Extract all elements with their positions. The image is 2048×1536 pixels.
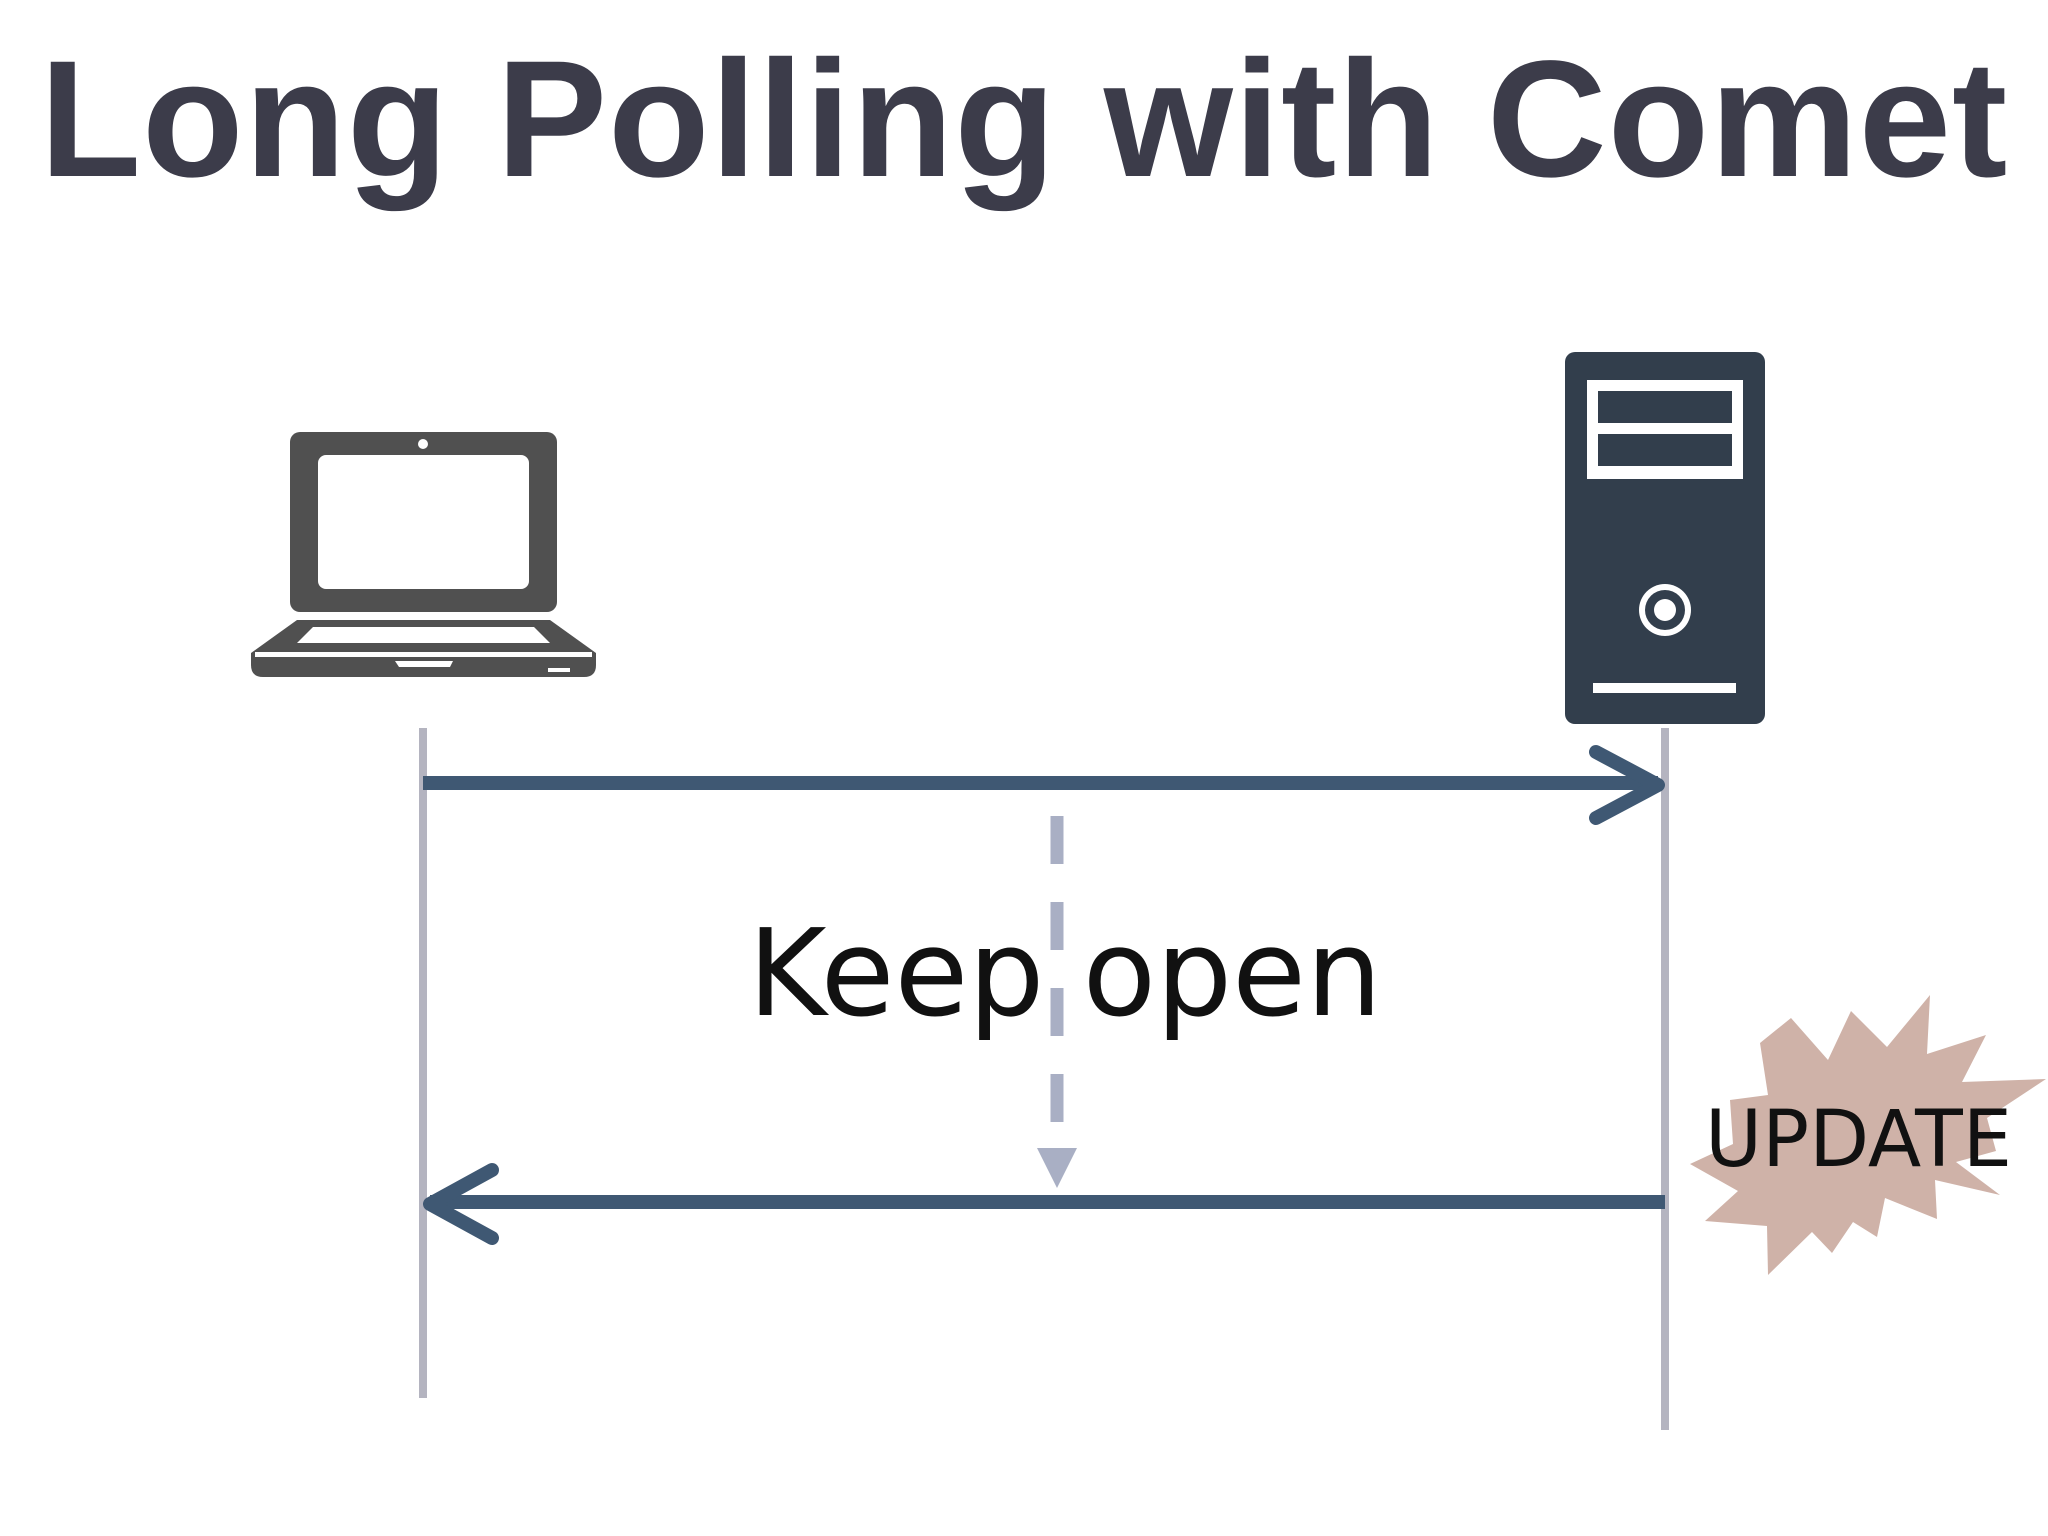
diagram-title: Long Polling with Comet [39, 27, 2009, 212]
update-burst [1690, 995, 2046, 1275]
laptop-icon [251, 432, 596, 677]
server-tower-icon [1565, 352, 1765, 724]
response-arrow [423, 1163, 1665, 1245]
keep-open-label: Keep open [747, 905, 1383, 1044]
keep-open-dashed-arrow [1037, 816, 1077, 1188]
request-arrow [423, 745, 1665, 825]
update-label: UPDATE [1705, 1095, 2013, 1185]
